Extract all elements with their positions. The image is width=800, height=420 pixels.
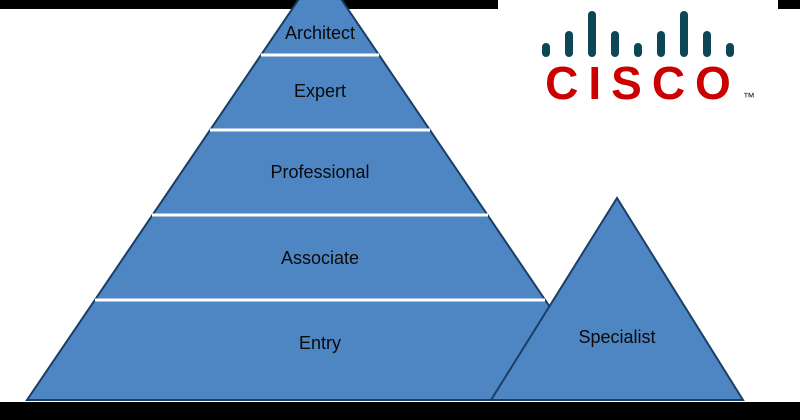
level-label-entry: Entry	[299, 333, 341, 353]
specialist-triangle	[489, 196, 745, 401]
logo-bar	[542, 43, 550, 57]
level-label-professional: Professional	[270, 162, 369, 182]
logo-bar	[657, 31, 665, 57]
level-label-associate: Associate	[281, 248, 359, 268]
logo-bar	[588, 11, 596, 57]
logo-bar	[611, 31, 619, 57]
logo-bar	[726, 43, 734, 57]
level-label-architect: Architect	[285, 23, 355, 43]
level-label-expert: Expert	[294, 81, 346, 101]
letterbox-bottom-bar	[0, 402, 800, 420]
cisco-bridge-bars-icon	[542, 9, 734, 57]
cisco-logo: CISCO ™	[498, 0, 778, 112]
logo-bar	[565, 31, 573, 57]
logo-bar	[634, 43, 642, 57]
trademark-symbol: ™	[742, 90, 755, 104]
level-label-specialist: Specialist	[578, 327, 655, 347]
logo-bar	[680, 11, 688, 57]
cisco-wordmark-text: CISCO	[545, 57, 741, 109]
cisco-wordmark: CISCO ™	[535, 57, 755, 109]
letterbox-top-bar	[0, 0, 800, 9]
logo-bar	[703, 31, 711, 57]
